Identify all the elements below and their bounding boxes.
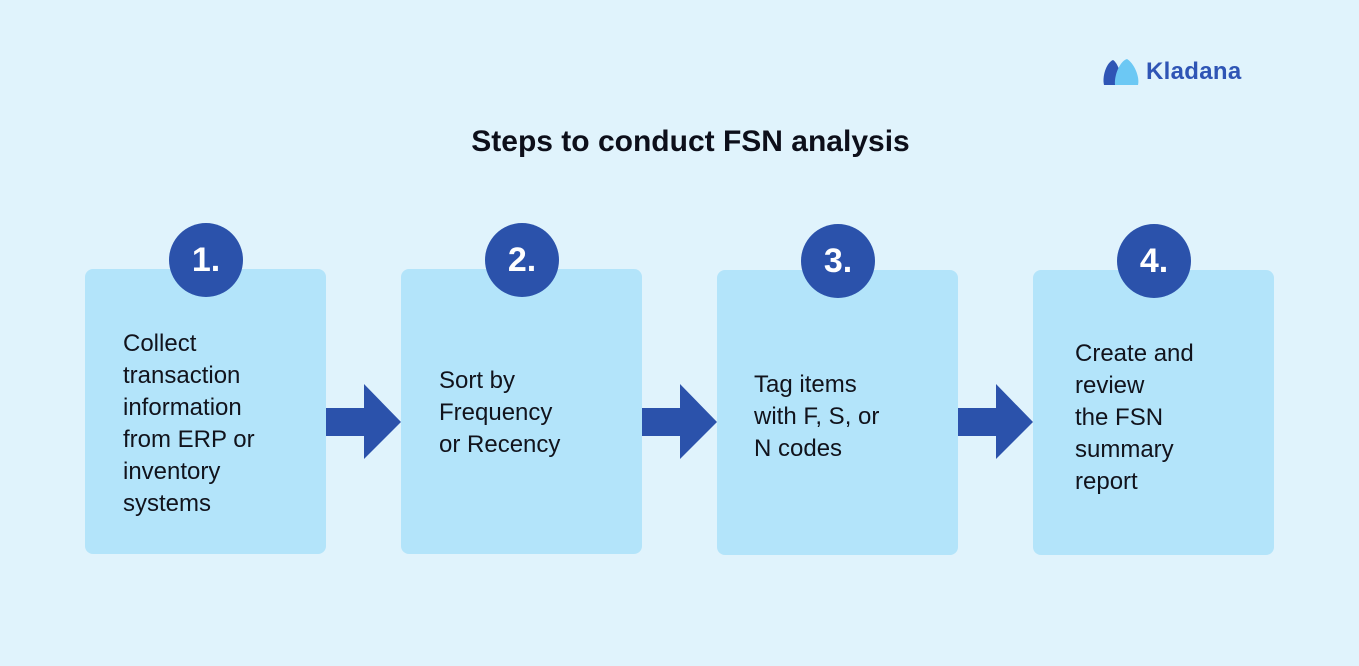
step-1-badge: 1. (169, 223, 243, 297)
step-2-badge: 2. (485, 223, 559, 297)
diagram-title: Steps to conduct FSN analysis (471, 125, 910, 158)
arrow-right-icon (642, 384, 717, 459)
step-4-badge: 4. (1117, 224, 1191, 298)
step-card-3: Tag items with F, S, or N codes (717, 270, 958, 555)
step-2-text: Sort by Frequency or Recency (439, 367, 561, 458)
brand-logo: Kladana (1102, 54, 1241, 90)
step-3-text: Tag items with F, S, or N codes (754, 371, 880, 462)
step-card-4: Create and review the FSN summary report (1033, 270, 1274, 555)
step-4-text: Create and review the FSN summary report (1075, 340, 1194, 495)
step-1-text: Collect transaction information from ERP… (123, 330, 255, 517)
step-card-1: Collect transaction information from ERP… (85, 269, 326, 554)
brand-name: Kladana (1146, 58, 1242, 85)
arrow-right-icon (958, 384, 1033, 459)
kladana-logo-icon (1103, 59, 1139, 85)
step-3-badge: 3. (801, 224, 875, 298)
arrow-right-icon (326, 384, 401, 459)
step-card-2: Sort by Frequency or Recency (401, 269, 642, 554)
